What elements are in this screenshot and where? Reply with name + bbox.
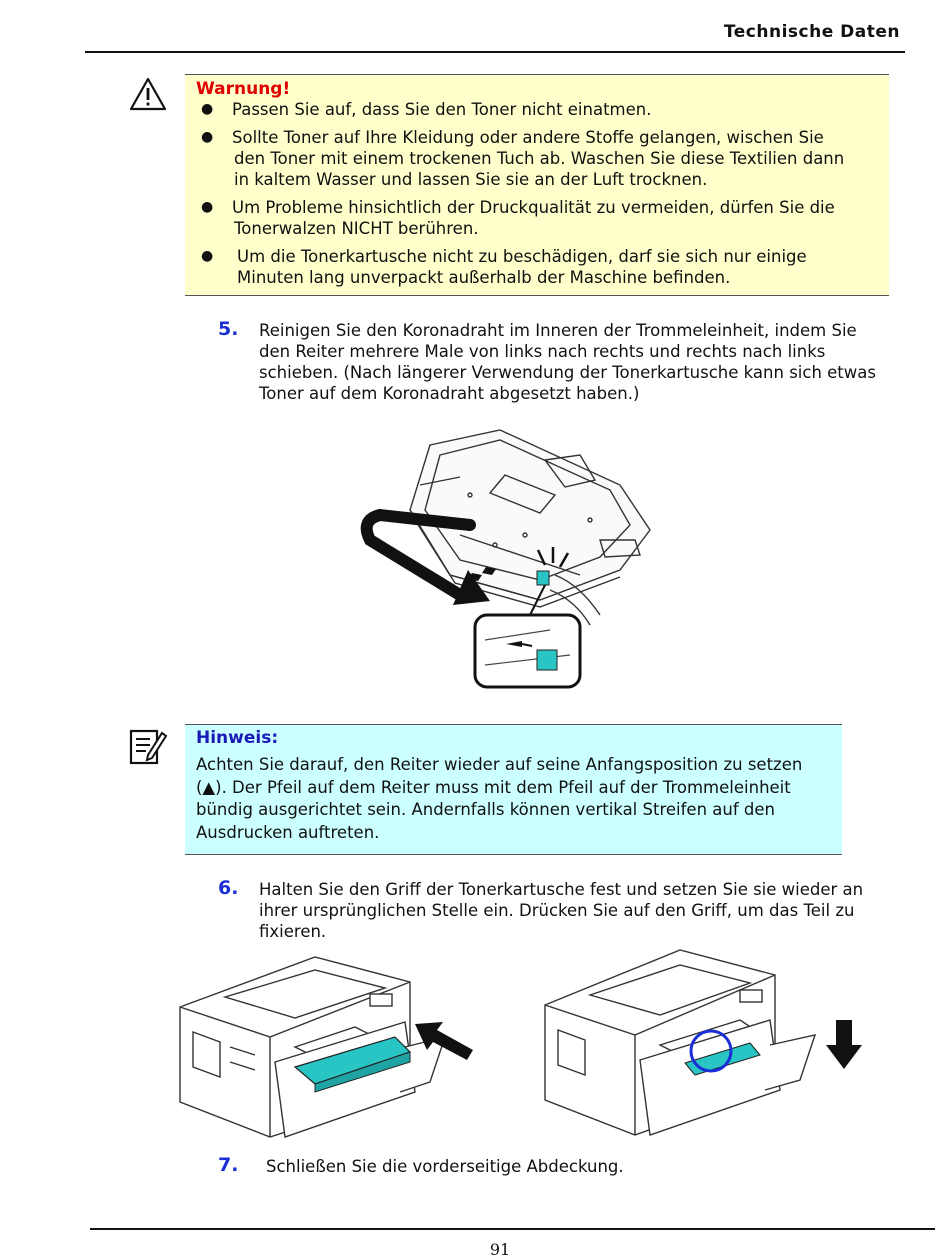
warning-item-line: Sollte Toner auf Ihre Kleidung oder ande… [232,128,824,147]
step-line: Reinigen Sie den Koronadraht im Inneren … [259,321,857,340]
note-line: (▲). Der Pfeil auf dem Reiter muss mit d… [196,777,791,797]
note-line: Ausdrucken auftreten. [196,822,380,842]
step-7-text: Schließen Sie die vorderseitige Abdeckun… [266,1157,624,1176]
note-heading: Hinweis: [196,728,279,748]
header-rule [85,51,905,53]
warning-triangle-icon [129,77,167,111]
step-line: ihrer ursprünglichen Stelle ein. Drücken… [259,901,855,920]
bullet-icon: ● [201,129,214,145]
drum-cleaning-illustration [360,429,651,689]
footer-rule [90,1228,935,1230]
step-5-text: Reinigen Sie den Koronadraht im Inneren … [259,320,929,404]
printer-insert-illustration [179,956,473,1138]
note-box: Hinweis: Achten Sie darauf, den Reiter w… [185,724,842,855]
warning-item-line: Minuten lang unverpackt außerhalb der Ma… [237,268,731,287]
step-line: fixieren. [259,922,327,941]
warning-item-line: Um die Tonerkartusche nicht zu beschädig… [237,247,807,266]
step-line: Halten Sie den Griff der Tonerkartusche … [259,880,864,899]
step-6-text: Halten Sie den Griff der Tonerkartusche … [259,879,929,942]
warning-item-line: den Toner mit einem trockenen Tuch ab. W… [234,149,845,168]
step-number: 7. [218,1154,239,1176]
bullet-icon: ● [201,248,214,264]
warning-item-line: Tonerwalzen NICHT berühren. [234,219,479,238]
note-text: Achten Sie darauf, den Reiter wieder auf… [196,754,836,844]
page-number: 91 [489,1240,511,1259]
step-number: 5. [218,318,239,340]
warning-item-line: Um Probleme hinsichtlich der Druckqualit… [232,198,835,217]
page-header-title: Technische Daten [723,22,900,42]
warning-item-line: Passen Sie auf, dass Sie den Toner nicht… [232,100,652,119]
printer-press-illustration [544,949,862,1136]
warning-box: Warnung! ● Passen Sie auf, dass Sie den … [185,74,889,296]
step-number: 6. [218,877,239,899]
note-pencil-icon [129,729,168,765]
warning-item-line: in kaltem Wasser und lassen Sie sie an d… [234,170,708,189]
note-line: bündig ausgerichtet sein. Andernfalls kö… [196,800,775,819]
step-line: den Reiter mehrere Male von links nach r… [259,342,826,361]
step-line: Toner auf dem Koronadraht abgesetzt habe… [259,384,640,403]
warning-heading: Warnung! [196,79,291,99]
bullet-icon: ● [201,199,214,215]
bullet-icon: ● [201,101,214,117]
step-line: schieben. (Nach längerer Verwendung der … [259,363,876,382]
note-line: Achten Sie darauf, den Reiter wieder auf… [196,755,803,774]
